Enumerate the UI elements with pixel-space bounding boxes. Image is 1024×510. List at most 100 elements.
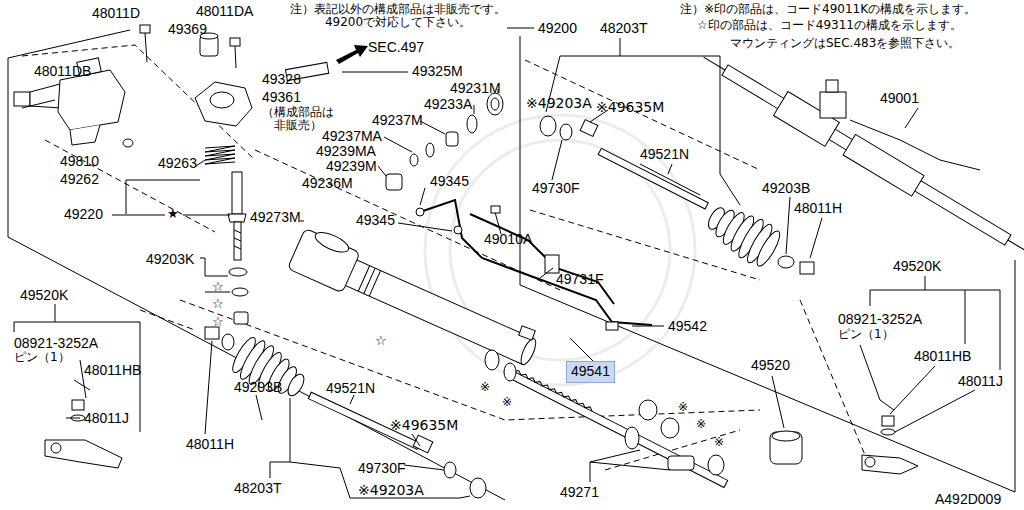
- callout-number: 49369: [168, 22, 207, 37]
- symbol-mark: ☆: [212, 297, 224, 311]
- symbol-mark: ※: [714, 436, 724, 449]
- callout-number: 49520: [751, 358, 790, 373]
- leader-lines: [378, 89, 498, 176]
- callout-number: ※49635M: [390, 418, 458, 433]
- pipes: [420, 200, 652, 325]
- bracket-lines: [860, 276, 1000, 432]
- callout-number: ※49203A: [358, 483, 424, 498]
- note-text: 注）※印の部品は、コード49011Kの構成を示します。: [680, 3, 976, 16]
- callout-number: 49263: [158, 156, 197, 171]
- callout-number: 48011HB: [914, 349, 971, 364]
- spring: [205, 146, 235, 164]
- callout-number: 08921-3252A: [838, 312, 922, 327]
- tie-rod-end-right: [862, 400, 918, 474]
- callout-number: 08921-3252A: [14, 336, 98, 351]
- tie-rod-lower: [308, 392, 486, 498]
- pump-housing-port: [210, 92, 234, 108]
- callout-number: 49542: [668, 319, 707, 334]
- callout-number: 49328: [262, 72, 301, 87]
- callout-number: 49203B: [762, 181, 810, 196]
- callout-number: 48011DA: [196, 4, 253, 19]
- callout-number: 49237M: [372, 113, 423, 128]
- highlighted-part-number: 49541: [566, 361, 615, 383]
- pinion: [228, 172, 248, 324]
- callout-number: ※49635M: [596, 100, 664, 115]
- callout-number: 49731F: [556, 272, 603, 287]
- callout-number: ※49203A: [526, 96, 592, 111]
- bracket-lines: [14, 304, 470, 498]
- callout-number: 49325M: [412, 64, 463, 79]
- seals: [485, 350, 802, 475]
- callout-number: 49361: [262, 90, 301, 105]
- callout-number: 48203T: [600, 21, 647, 36]
- rack-bar: [510, 369, 729, 488]
- rack-housing: [287, 224, 544, 374]
- callout-number: 49345: [356, 213, 395, 228]
- note-text: 注）表記以外の構成部品は非販売です。 49200で対応して下さい。: [278, 3, 518, 28]
- pipe-fittings: [416, 206, 618, 340]
- callout-number: 48011J: [958, 374, 1003, 389]
- note-text: マウンティングはSEC.483を参照下さい。: [730, 37, 960, 50]
- callout-number: 49233A: [424, 97, 472, 112]
- bracket-lines: [546, 38, 822, 258]
- callout-number: 49273M: [250, 210, 301, 225]
- callout-number: 49239MA: [316, 144, 376, 159]
- callout-number: 49010A: [484, 232, 532, 247]
- nuts-upper: [778, 256, 814, 274]
- callout-number: 49730F: [358, 461, 405, 476]
- dashed-group-lines: [22, 45, 865, 470]
- callout-number: 48011J: [84, 411, 129, 426]
- callout-number: 49521N: [640, 147, 689, 162]
- symbol-mark: ★: [167, 207, 179, 221]
- callout-number: 49236M: [302, 176, 353, 191]
- callout-number: 49001: [880, 91, 919, 106]
- callout-number: 49231M: [450, 81, 501, 96]
- pin-note: ピン（1）: [838, 328, 894, 341]
- leader-lines: [590, 376, 784, 482]
- callout-number: 49520K: [893, 259, 941, 274]
- figure-code: A492D009: [935, 492, 1001, 507]
- callout-number: 49262: [60, 172, 99, 187]
- callout-number: 49521N: [326, 381, 375, 396]
- steering-assembly: [696, 45, 1024, 262]
- symbol-mark: ☆: [212, 315, 224, 329]
- leader-line: [905, 108, 918, 128]
- symbol-mark: ※: [480, 381, 490, 394]
- callout-number: 49237MA: [322, 129, 382, 144]
- callout-number: 49541: [571, 364, 610, 379]
- note-text: （構成部品は 非販売）: [258, 106, 338, 131]
- callout-number: 48011H: [794, 201, 842, 216]
- pin-note: ピン（1）: [14, 351, 70, 364]
- bracket-lines: [112, 160, 304, 292]
- callout-number: 48011D: [92, 6, 140, 21]
- pump-housing: [195, 82, 252, 126]
- symbol-mark: ※: [696, 418, 706, 431]
- callout-number: 49220: [64, 207, 103, 222]
- nuts-lower: [205, 327, 234, 350]
- steering-assembly-valve: [820, 80, 980, 170]
- boot-upper: [700, 196, 784, 270]
- boot-lower: [228, 333, 312, 407]
- callout-number: 48011HB: [84, 363, 141, 378]
- symbol-mark: ※: [678, 401, 688, 414]
- callout-number: 49520K: [20, 288, 68, 303]
- callout-number: 49730F: [532, 181, 579, 196]
- leader-lines: [398, 188, 664, 362]
- callout-number: 49271: [560, 485, 599, 500]
- leader-line: [342, 72, 408, 73]
- callout-number: 49200: [538, 21, 577, 36]
- watermark: [425, 115, 695, 385]
- callout-number: 48011DB: [34, 64, 91, 79]
- callout-number: 48011H: [186, 437, 234, 452]
- frame-lines: [8, 28, 1015, 500]
- callout-number: 49203B: [234, 380, 282, 395]
- valve-assembly: [14, 58, 133, 147]
- seal-stack: [386, 93, 503, 190]
- sec-arrow: [336, 45, 368, 64]
- symbol-mark: ☆: [375, 334, 387, 348]
- callout-number: 49345: [430, 174, 469, 189]
- callout-number: 49239M: [326, 159, 377, 174]
- callout-number: 49810: [60, 154, 99, 169]
- symbol-mark: ☆: [212, 280, 224, 294]
- section-reference: SEC.497: [368, 40, 424, 55]
